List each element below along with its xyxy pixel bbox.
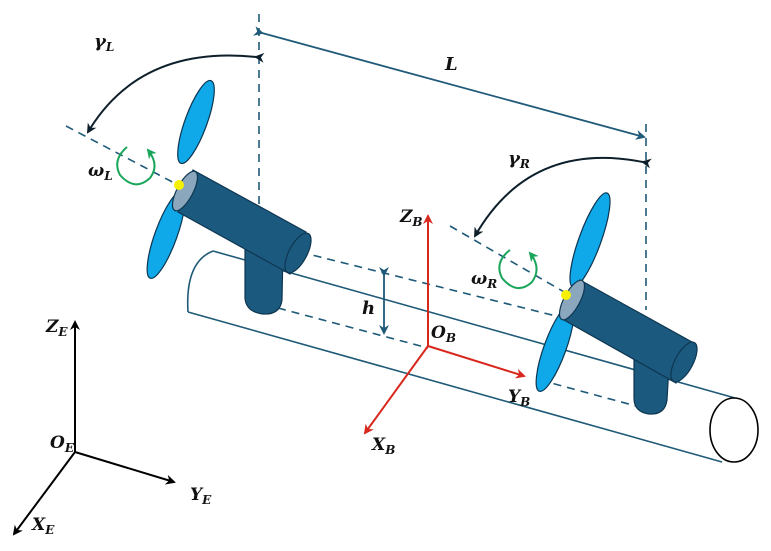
right-thruster bbox=[535, 192, 698, 415]
left-blade-upper bbox=[177, 79, 215, 165]
body-origin-label: OB bbox=[431, 323, 456, 345]
body-y-label: YB bbox=[508, 387, 530, 409]
right-hub-icon bbox=[561, 290, 571, 300]
lower-thrust-ref bbox=[277, 307, 429, 349]
earth-y-label: YE bbox=[190, 485, 212, 507]
gamma-left-label: γL bbox=[94, 31, 114, 54]
body-x-axis bbox=[363, 345, 429, 435]
body-frame bbox=[363, 214, 526, 435]
omega-right-label: ωR bbox=[471, 269, 497, 291]
left-motor-rear bbox=[284, 232, 312, 274]
gamma-left-arc bbox=[86, 52, 265, 134]
earth-z-label: ZE bbox=[45, 317, 68, 339]
earth-origin-label: OE bbox=[50, 433, 75, 455]
earth-x-label: XE bbox=[31, 515, 55, 537]
body-z-label: ZB bbox=[399, 207, 423, 229]
pipe-left-end bbox=[186, 250, 214, 313]
body-y-axis bbox=[427, 345, 526, 379]
earth-x-axis bbox=[12, 451, 76, 536]
left-thrust-axis bbox=[65, 125, 181, 187]
height-label: h bbox=[362, 298, 375, 319]
omega-right-rotation-icon bbox=[498, 249, 539, 289]
lower-right-ref bbox=[539, 379, 637, 407]
right-blade-upper bbox=[569, 192, 611, 288]
length-dimension-arrow bbox=[252, 26, 646, 140]
pipe-right-end bbox=[709, 397, 759, 463]
left-thruster bbox=[146, 79, 312, 315]
upper-thrust-ref bbox=[299, 251, 581, 323]
earth-frame bbox=[12, 320, 176, 536]
right-motor-rear bbox=[670, 341, 698, 383]
body-x-label: XB bbox=[371, 435, 395, 457]
pipe-bottom-edge bbox=[187, 311, 723, 463]
gamma-right-arc bbox=[474, 156, 652, 238]
earth-y-axis bbox=[74, 451, 176, 485]
left-hub-icon bbox=[174, 180, 184, 190]
omega-left-label: ωL bbox=[88, 161, 113, 183]
length-label: L bbox=[444, 54, 458, 75]
omega-left-rotation-icon bbox=[116, 146, 157, 186]
gamma-right-label: γR bbox=[508, 148, 530, 171]
